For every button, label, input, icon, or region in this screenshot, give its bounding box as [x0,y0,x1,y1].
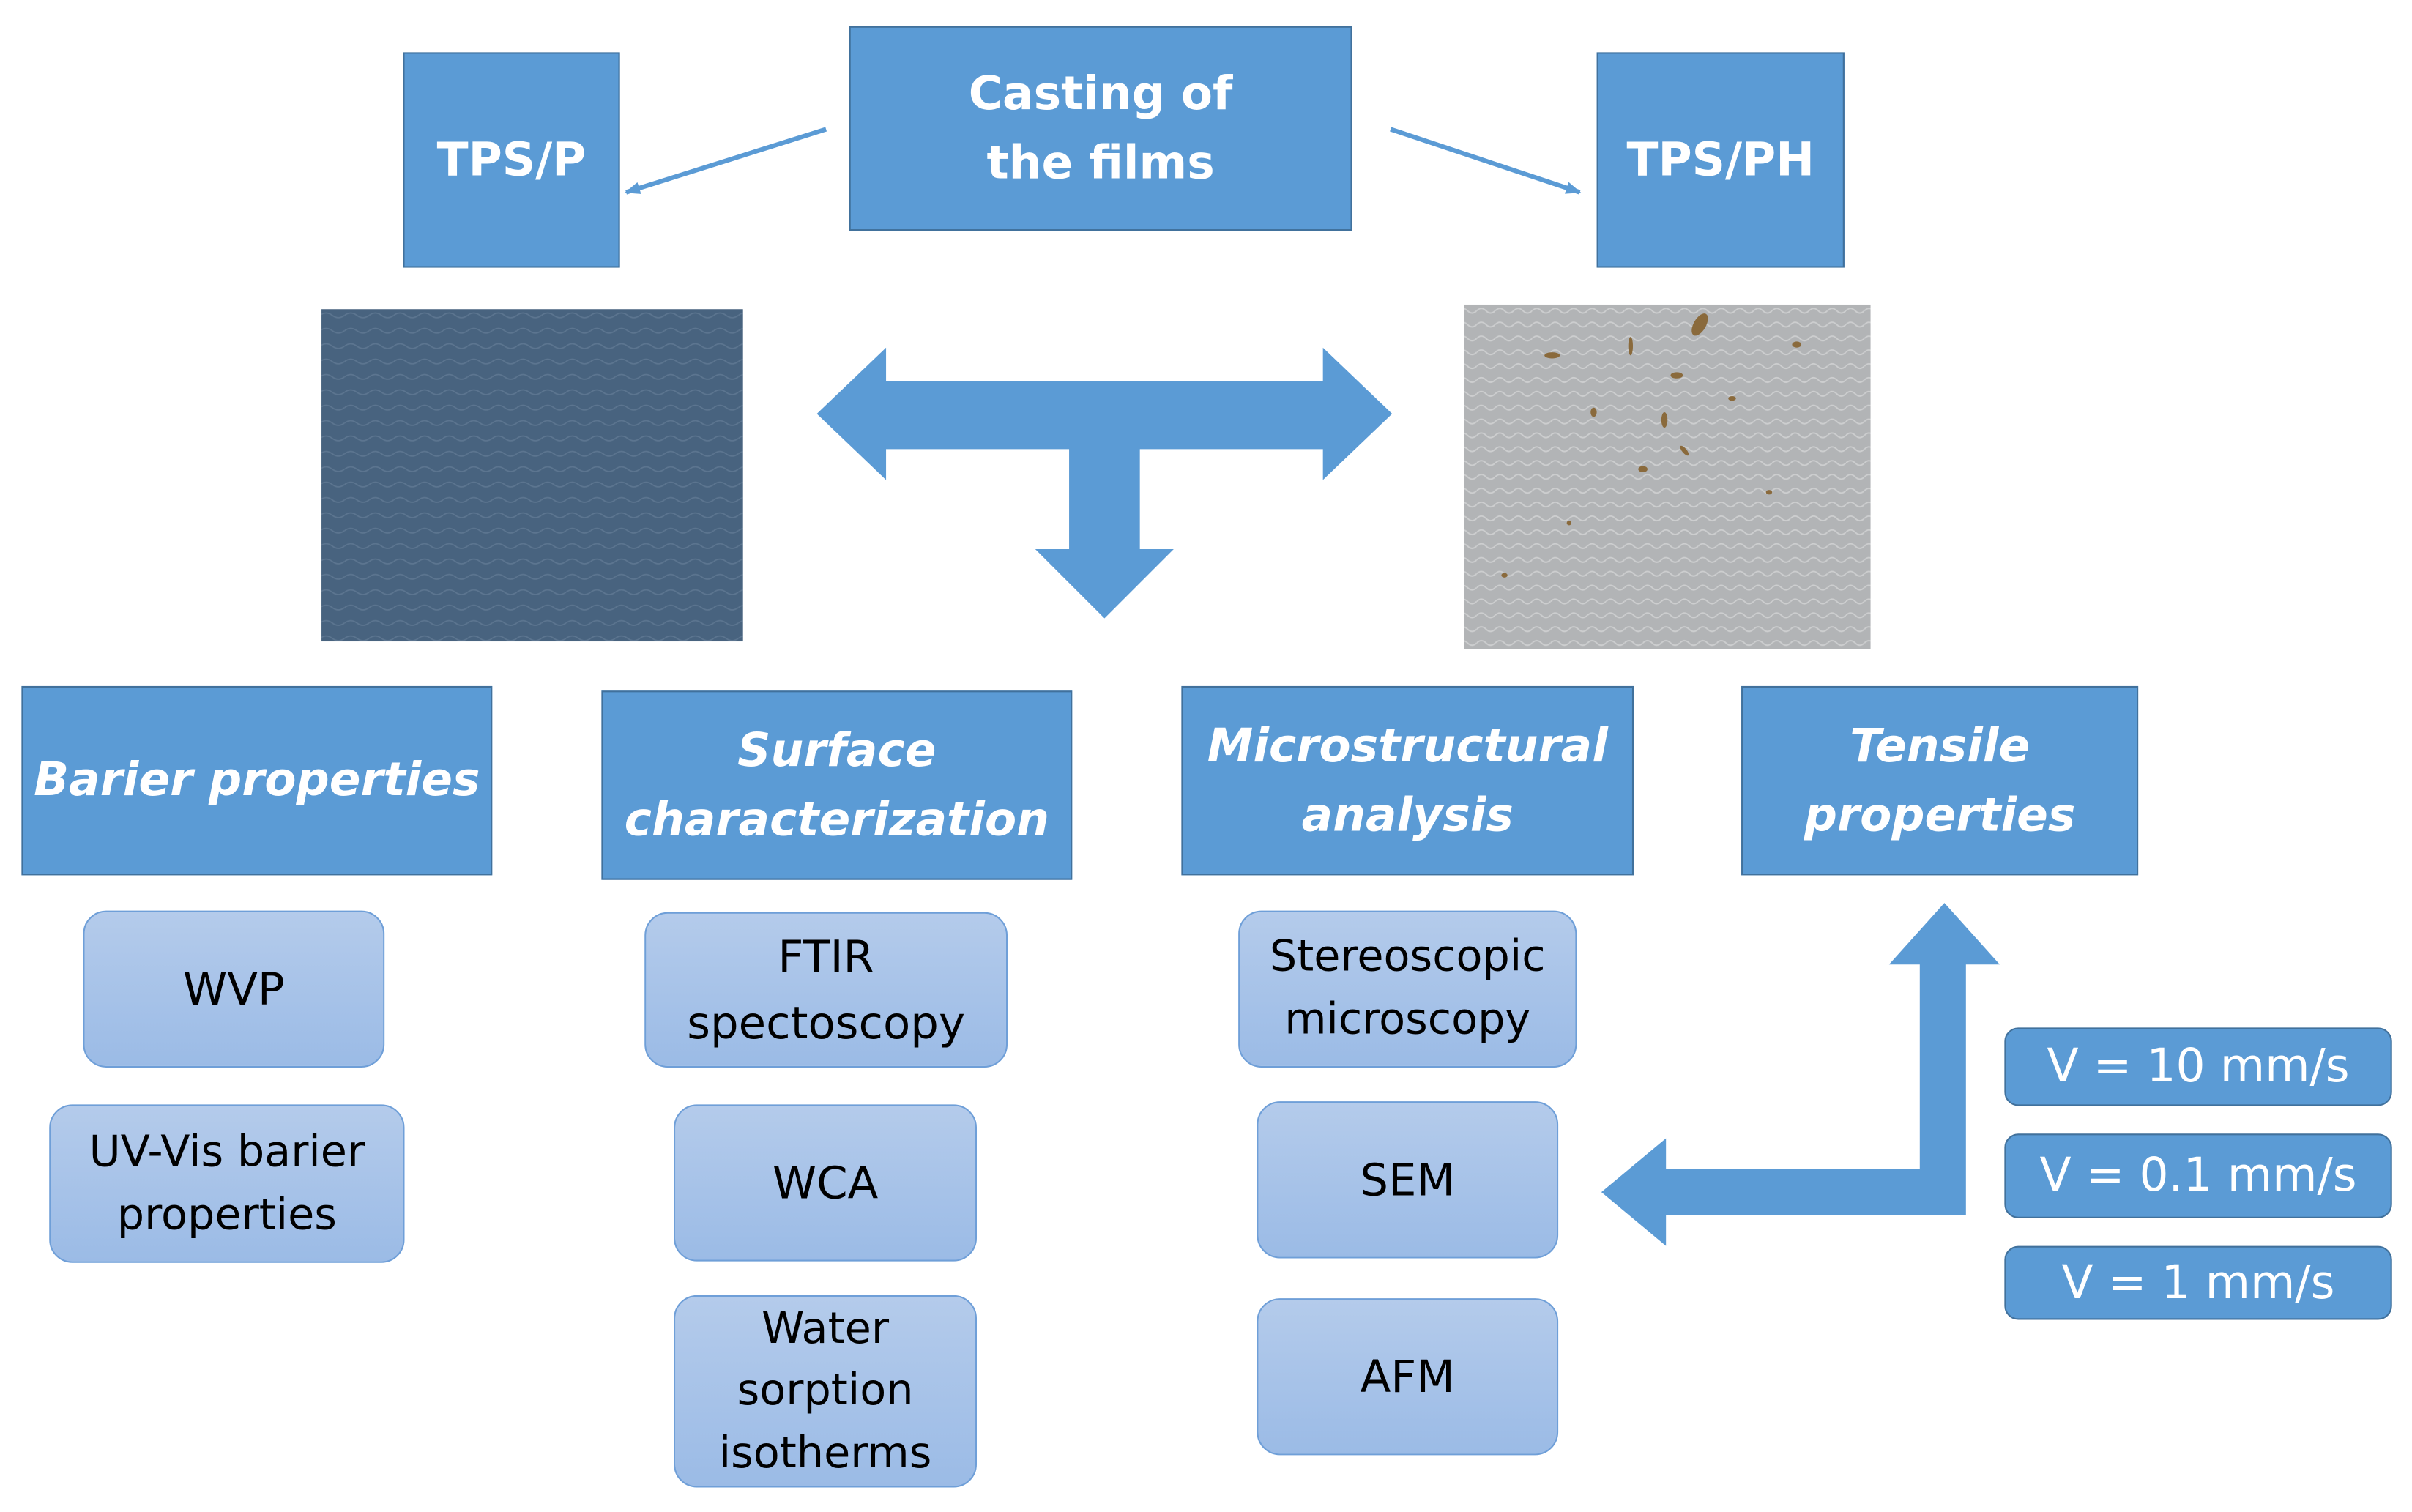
t-junction-arrow [816,347,1393,619]
velocity-10-box: V = 10 mm/s [2004,1027,2392,1106]
tensile-feedback-arrow [1601,903,2000,1246]
afm-item: AFM [1257,1298,1559,1456]
velocity-0-1-box: V = 0.1 mm/s [2004,1133,2392,1218]
stereoscopic-item: Stereoscopic microscopy [1238,910,1577,1068]
velocity-1-box: V = 1 mm/s [2004,1245,2392,1320]
barrier-properties-header: Barier properties [21,685,493,876]
tps-p-film-photo [321,309,743,642]
microstructural-analysis-header: Microstructural analysis [1181,685,1634,876]
wca-item: WCA [674,1104,978,1262]
uv-vis-item: UV-Vis barier properties [49,1104,405,1263]
wvp-item: WVP [83,910,385,1068]
arrow-to-tps-p [625,127,827,195]
ftir-item: FTIR spectoscopy [644,912,1008,1068]
tps-p-box: TPS/P [403,52,620,268]
tps-ph-box: TPS/PH [1596,52,1845,268]
water-sorption-item: Water sorption isotherms [674,1295,978,1488]
arrow-to-tps-ph [1390,127,1582,195]
tps-ph-film-photo [1464,304,1871,649]
casting-box: Casting of the films [849,26,1352,231]
surface-characterization-header: Surface characterization [601,690,1073,880]
sem-item: SEM [1257,1101,1559,1259]
tensile-properties-header: Tensile properties [1741,685,2139,876]
